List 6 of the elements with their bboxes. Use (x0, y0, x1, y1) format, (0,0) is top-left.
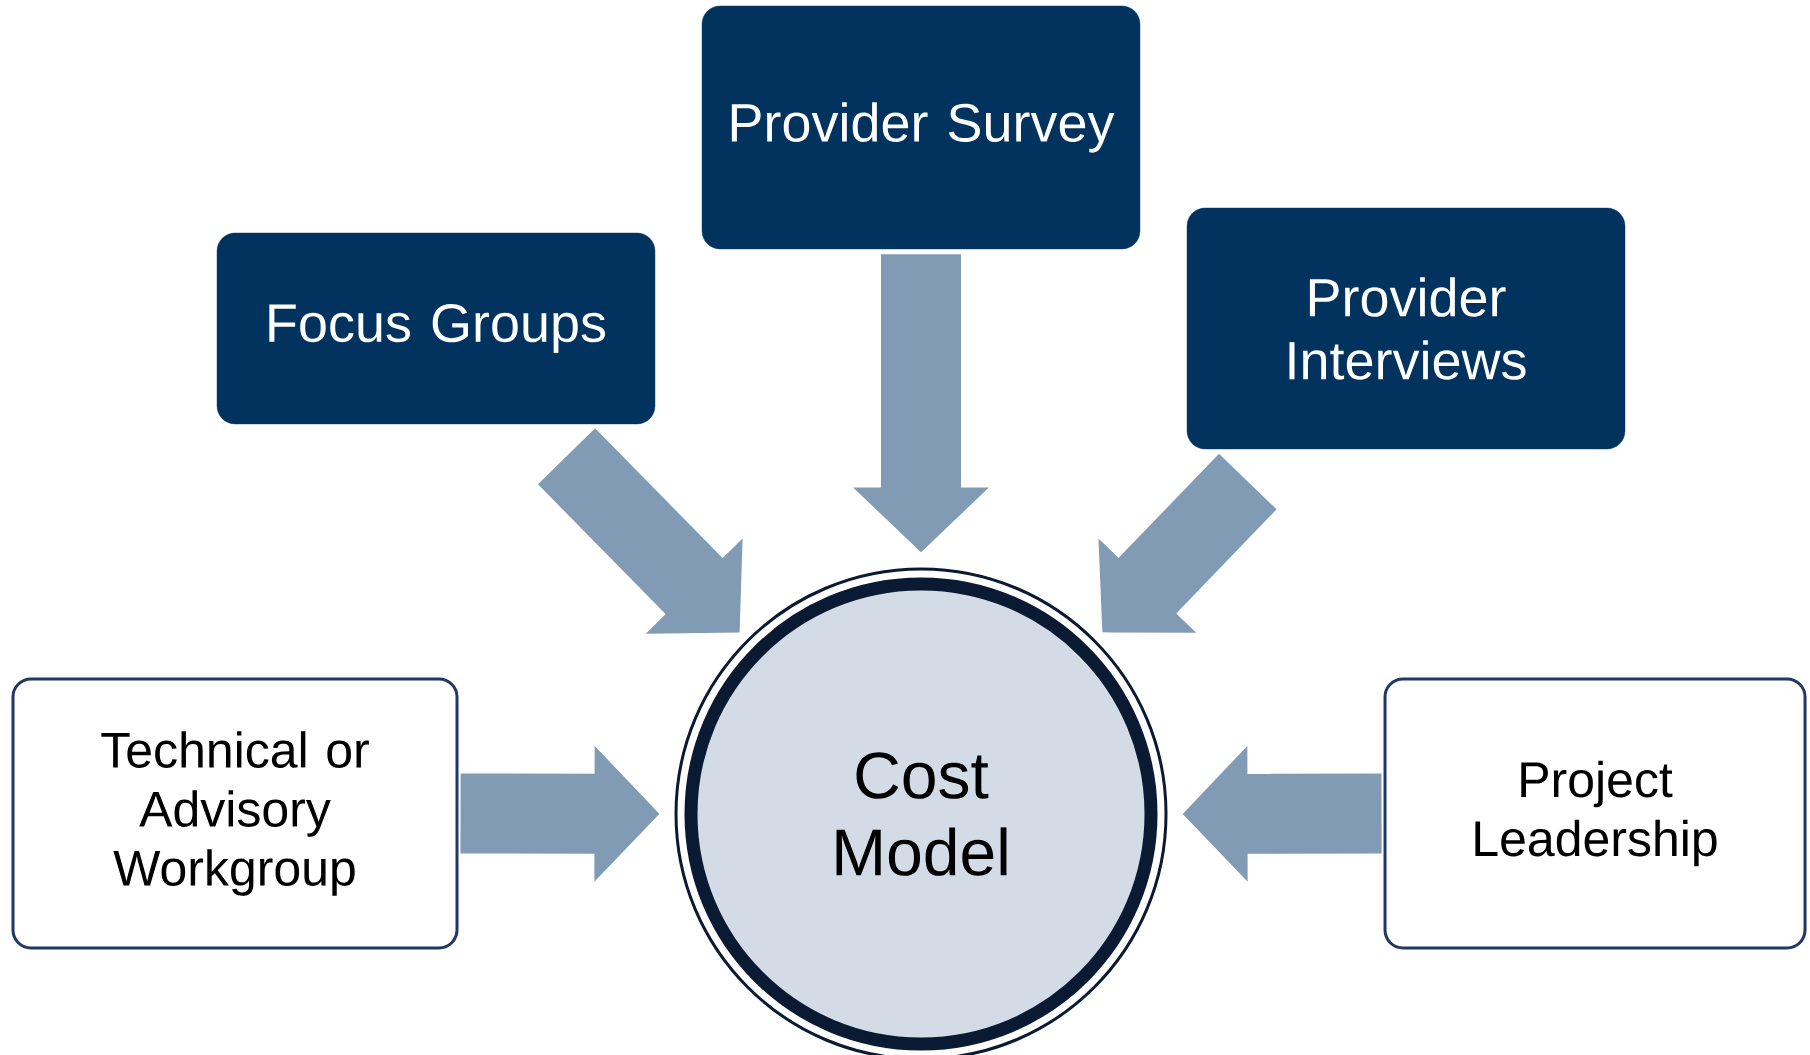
process-box: Technical or Advisory Workgroup (11, 677, 459, 950)
process-box: Focus Groups (216, 232, 656, 425)
process-box: Project Leadership (1383, 677, 1807, 950)
process-box: Provider Interviews (1186, 207, 1626, 450)
block-arrow (538, 428, 743, 634)
process-box: Provider Survey (701, 5, 1141, 250)
